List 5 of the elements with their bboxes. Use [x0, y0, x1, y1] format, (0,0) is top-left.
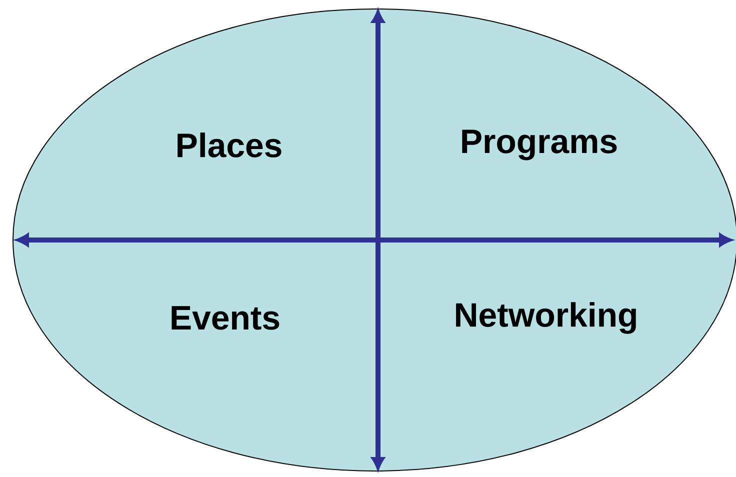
- quadrant-label: Programs: [462, 130, 617, 160]
- quadrant-label: Places: [178, 132, 282, 158]
- quadrant-label: Events: [172, 306, 280, 330]
- quadrant-label: Networking: [456, 302, 636, 334]
- ellipse: [12, 8, 736, 472]
